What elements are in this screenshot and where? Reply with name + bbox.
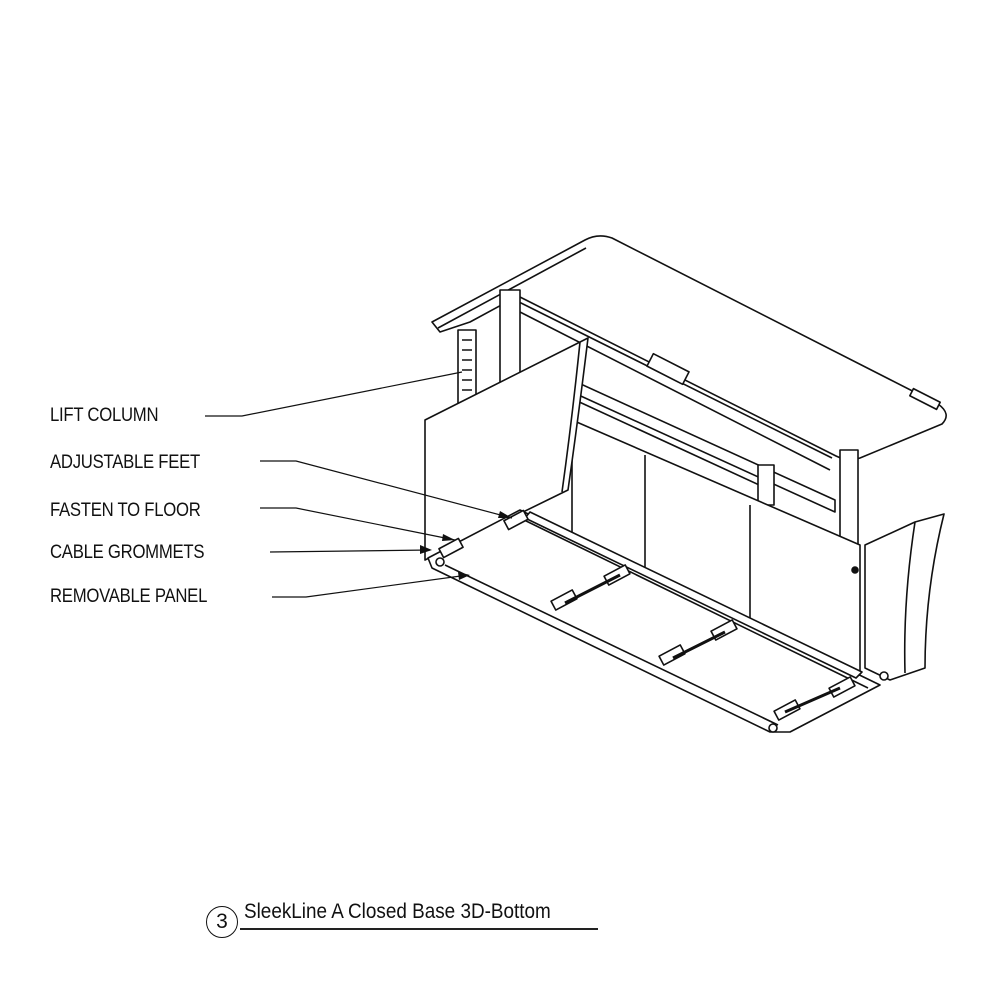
- view-title: SleekLine A Closed Base 3D-Bottom: [244, 900, 551, 923]
- leader-lines: [205, 371, 513, 598]
- label-fasten-to-floor: FASTEN TO FLOOR: [50, 500, 201, 521]
- leader-removable-panel: [272, 574, 469, 598]
- label-cable-grommets: CABLE GROMMETS: [50, 542, 205, 563]
- desktop-surface: [431, 235, 947, 471]
- leader-adjustable-feet: [260, 460, 513, 519]
- title-underline: [240, 928, 598, 930]
- label-adjustable-feet: ADJUSTABLE FEET: [50, 452, 200, 473]
- leader-fasten-to-floor: [260, 507, 456, 541]
- leader-cable-grommets: [269, 549, 431, 553]
- leader-lift-column: [205, 371, 463, 417]
- arrowheads: [420, 511, 512, 580]
- removable-side-panel: [424, 337, 589, 561]
- label-lift-column: LIFT COLUMN: [50, 405, 159, 426]
- view-number-badge: 3: [206, 906, 238, 938]
- label-removable-panel: REMOVABLE PANEL: [50, 586, 208, 607]
- end-panel-right: [864, 513, 945, 681]
- base-frame: [427, 509, 889, 733]
